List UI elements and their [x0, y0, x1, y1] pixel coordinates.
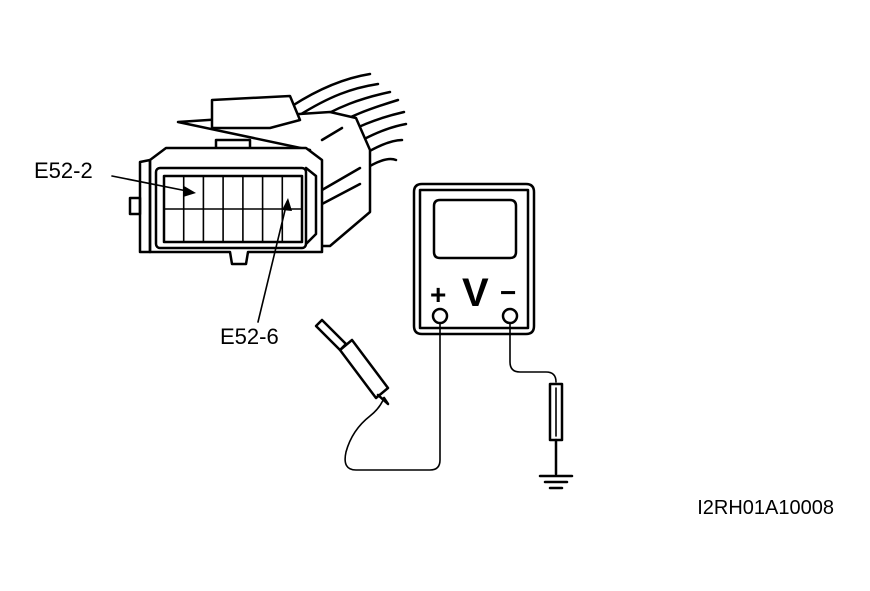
negative-probe [509, 322, 574, 490]
leader-line-e52-2 [111, 175, 193, 193]
positive-probe-handle [338, 338, 390, 400]
leader-arrow-e52-2 [183, 186, 196, 197]
positive-probe [314, 318, 441, 471]
positive-terminal [431, 307, 449, 325]
voltmeter-display [432, 198, 518, 260]
leader-line-e52-6 [257, 201, 288, 323]
connector-front-face [148, 146, 324, 266]
leader-arrow-e52-6 [282, 198, 292, 211]
figure-code: I2RH01A10008 [697, 497, 834, 519]
pin-label-e52-6: E52-6 [220, 324, 279, 349]
positive-sign: + [430, 279, 446, 310]
connector: E52-2 E52-6 [34, 72, 408, 349]
negative-terminal [501, 307, 519, 325]
pin-label-e52-2: E52-2 [34, 158, 93, 183]
voltmeter-symbol: V [462, 271, 489, 315]
positive-probe-tip [314, 318, 348, 352]
negative-sign: − [500, 277, 516, 308]
negative-lead-wire [509, 322, 557, 383]
voltmeter: V + − [412, 182, 536, 336]
connector-latch [210, 94, 302, 130]
positive-lead-wire [344, 322, 441, 471]
ground-symbol [538, 474, 574, 490]
pin-cavity-grid [162, 174, 304, 244]
